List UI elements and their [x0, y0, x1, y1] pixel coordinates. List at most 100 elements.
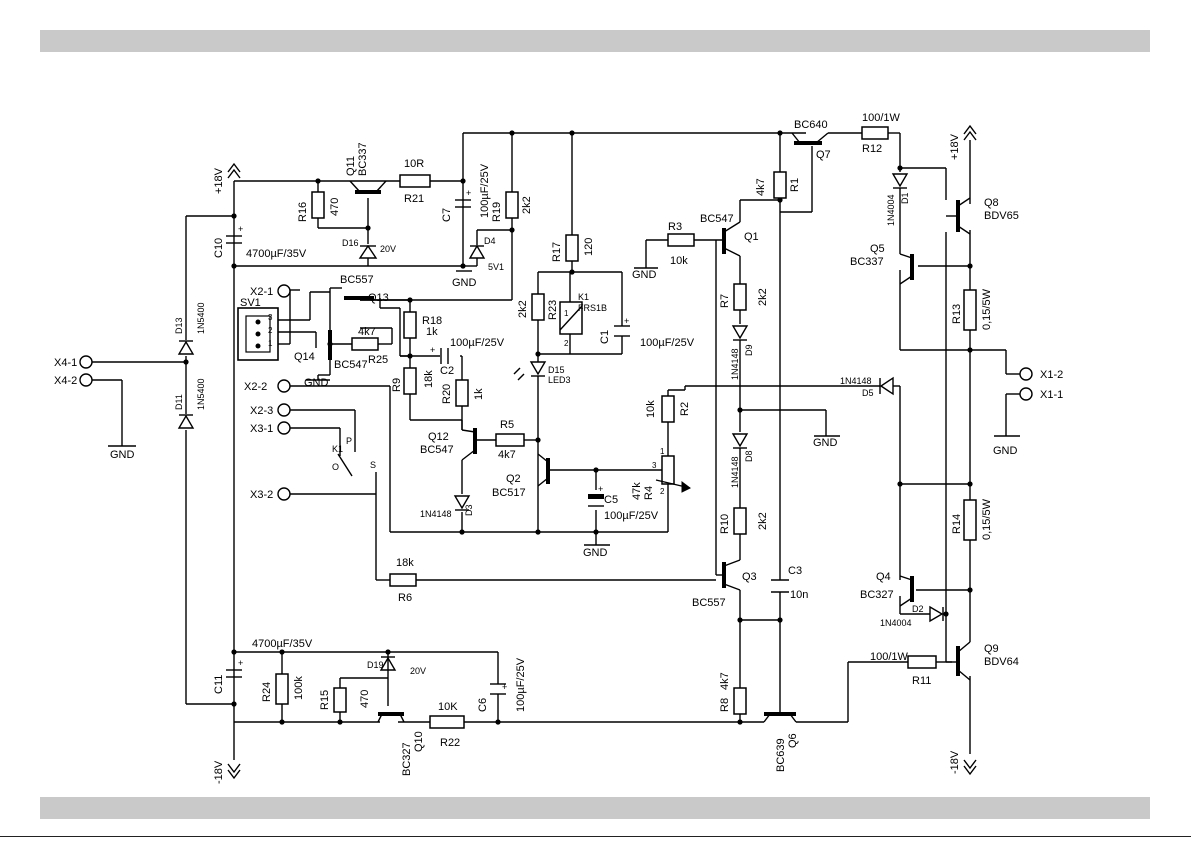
- q9-ref: Q9: [984, 643, 999, 655]
- r13-value: 0,15/5W: [981, 288, 993, 330]
- r10-ref: R10: [719, 514, 731, 534]
- c6-ref: C6: [477, 698, 489, 712]
- r22-value: 10K: [438, 701, 458, 713]
- q7-type: BC640: [794, 119, 828, 131]
- q2-ref: Q2: [506, 473, 521, 485]
- r4-value: 47k: [631, 482, 643, 500]
- r3-value: 10k: [670, 255, 688, 267]
- sv1-pin3: 3: [268, 313, 273, 322]
- r5-value: 4k7: [498, 449, 516, 461]
- pot-pin3: 3: [652, 461, 657, 470]
- r8-ref: R8: [719, 698, 731, 712]
- r18-value: 1k: [426, 326, 438, 338]
- polarity-marks: + + + + + + +: [238, 188, 629, 692]
- c10-ref: C10: [213, 238, 225, 258]
- r2-value: 10k: [645, 400, 657, 418]
- c1-value: 100µF/25V: [640, 337, 695, 349]
- r12-value: 100/1W: [862, 112, 901, 124]
- q6-type: BC639: [775, 738, 787, 772]
- q8-type: BDV65: [984, 210, 1019, 222]
- r20-value: 1k: [473, 388, 485, 400]
- r7-value: 2k2: [757, 288, 769, 306]
- d15-ref: D15: [548, 365, 565, 375]
- d2-ref: D2: [912, 604, 924, 614]
- c11-value: 4700µF/35V: [252, 638, 313, 650]
- q6-ref: Q6: [787, 733, 799, 748]
- sv1-ref: SV1: [240, 297, 261, 309]
- rail-arrows: [227, 124, 977, 780]
- top-header-band: [40, 30, 1150, 52]
- c6-value: 100µF/25V: [515, 657, 527, 712]
- gnd-3: GND: [304, 377, 329, 389]
- k1-ref: K1: [578, 292, 589, 302]
- r4-ref: R4: [643, 486, 655, 500]
- c2-ref: C2: [440, 365, 454, 377]
- r25-ref: R25: [368, 354, 388, 366]
- rail-minus18-label: -18V: [213, 760, 225, 784]
- r23-value: 2k2: [517, 300, 529, 318]
- d1-type: 1N4004: [886, 194, 896, 226]
- d4-ref: D4: [484, 236, 496, 246]
- wiring: [92, 132, 1020, 760]
- q14-ref: Q14: [294, 351, 315, 363]
- capacitors-graphics: [226, 199, 789, 695]
- pot-pin2: 2: [660, 487, 665, 496]
- k1-type: FRS1B: [578, 303, 607, 313]
- resistor-bodies: [275, 126, 977, 729]
- x2-1-label: X2-1: [250, 286, 273, 298]
- diode-graphics: [177, 173, 944, 671]
- c3-value: 10n: [790, 589, 808, 601]
- rail-minus18-right-label: -18V: [949, 750, 961, 774]
- c11-ref: C11: [213, 675, 225, 694]
- x4-1-label: X4-1: [54, 357, 77, 369]
- gnd-7: GND: [993, 445, 1018, 457]
- r19-ref: R19: [491, 202, 503, 222]
- pot-pin1: 1: [660, 447, 665, 456]
- k1-contact-p: P: [346, 436, 352, 446]
- r7-ref: R7: [719, 294, 731, 308]
- k1-contact-s: S: [370, 460, 376, 470]
- q10-ref: Q10: [413, 731, 425, 752]
- d13-ref: D13: [174, 317, 184, 334]
- r21-ref: R21: [404, 193, 424, 205]
- q3-type: BC557: [692, 597, 726, 609]
- d15-type: LED3: [548, 375, 571, 385]
- d3-ref: D3: [464, 504, 474, 516]
- rail-plus18-right-label: +18V: [949, 133, 961, 160]
- q10-type: BC327: [401, 742, 413, 776]
- d5-ref: D5: [862, 388, 874, 398]
- q1-type: BC547: [700, 213, 734, 225]
- x1-2-label: X1-2: [1040, 369, 1063, 381]
- c10-value: 4700µF/35V: [246, 248, 307, 260]
- r3-ref: R3: [668, 221, 682, 233]
- r10-value: 2k2: [757, 512, 769, 530]
- r17-ref: R17: [551, 242, 563, 262]
- r13-ref: R13: [951, 304, 963, 324]
- q5-type: BC337: [850, 256, 884, 268]
- k1-pin1: 1: [564, 309, 569, 318]
- d8-type: 1N4148: [730, 456, 740, 488]
- svg-text:+: +: [502, 682, 507, 692]
- terminal-circles: [79, 284, 1033, 501]
- d2-type: 1N4004: [880, 618, 912, 628]
- r20-ref: R20: [441, 384, 453, 404]
- r5-ref: R5: [500, 419, 514, 431]
- x4-2-label: X4-2: [54, 375, 77, 387]
- d19-ref: D19: [367, 660, 384, 670]
- r11-ref: R11: [912, 675, 931, 687]
- r15-ref: R15: [319, 690, 331, 710]
- d4-type: 5V1: [488, 262, 504, 272]
- r22-ref: R22: [440, 737, 460, 749]
- q12-ref: Q12: [428, 431, 449, 443]
- d13-type: 1N5400: [196, 302, 206, 334]
- r1-value: 4k7: [755, 178, 767, 196]
- c3-ref: C3: [788, 565, 802, 577]
- r15-value: 470: [359, 690, 371, 708]
- r14-ref: R14: [951, 514, 963, 534]
- r6-ref: R6: [398, 592, 412, 604]
- x3-2-label: X3-2: [250, 489, 273, 501]
- sv1-pin2: 2: [268, 326, 273, 335]
- r16-ref: R16: [297, 202, 309, 222]
- q3-ref: Q3: [742, 571, 757, 583]
- d16-ref: D16: [342, 238, 359, 248]
